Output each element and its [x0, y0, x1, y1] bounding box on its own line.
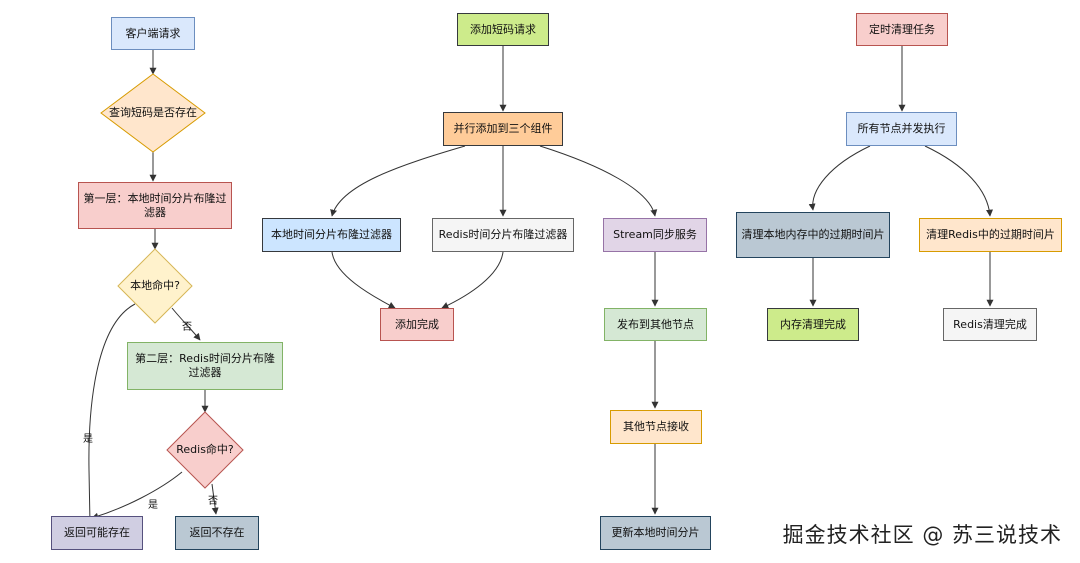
node-parallel-add: 并行添加到三个组件 — [443, 112, 563, 146]
node-clean-local: 清理本地内存中的过期时间片 — [736, 212, 890, 258]
node-stream-sync: Stream同步服务 — [603, 218, 707, 252]
node-publish: 发布到其他节点 — [604, 308, 707, 341]
edge-redishit-to-notexist — [211, 483, 219, 515]
node-local-hit-label: 本地命中? — [130, 279, 180, 292]
edge-redis-to-done — [441, 251, 504, 309]
edge-allnodes-to-cleanredis — [924, 145, 994, 217]
node-client-request: 客户端请求 — [111, 17, 195, 50]
node-local-bloom: 本地时间分片布隆过滤器 — [262, 218, 401, 252]
diamond-local-hit — [117, 248, 193, 324]
edge-label-no-2: 否 — [208, 496, 218, 507]
node-all-nodes: 所有节点并发执行 — [846, 112, 957, 146]
node-mem-done: 内存清理完成 — [767, 308, 859, 341]
edge-label-yes-1: 是 — [83, 434, 93, 445]
node-may-exist: 返回可能存在 — [51, 516, 143, 550]
edge-parallel-to-local — [330, 145, 466, 217]
node-cleanup-task: 定时清理任务 — [856, 13, 948, 46]
node-layer1: 第一层：本地时间分片布隆过滤器 — [78, 182, 232, 229]
node-check-exists-label: 查询短码是否存在 — [109, 106, 197, 119]
edge-parallel-to-stream — [539, 145, 658, 217]
node-redis-bloom: Redis时间分片布隆过滤器 — [432, 218, 574, 252]
edge-localhit-to-mayexist — [86, 303, 136, 525]
node-receive: 其他节点接收 — [610, 410, 702, 444]
node-update-local: 更新本地时间分片 — [600, 516, 711, 550]
edge-localhit-to-layer2 — [171, 307, 201, 341]
node-add-done: 添加完成 — [380, 308, 454, 341]
edge-label-yes-2: 是 — [148, 500, 158, 511]
edge-allnodes-to-cleanlocal — [808, 145, 871, 211]
edge-label-no-1: 否 — [182, 322, 192, 333]
diamond-check-exists — [100, 73, 206, 153]
node-layer2: 第二层：Redis时间分片布隆过滤器 — [127, 342, 283, 390]
watermark-text: 掘金技术社区 @ 苏三说技术 — [782, 523, 1062, 547]
node-add-request: 添加短码请求 — [457, 13, 549, 46]
edge-redishit-to-mayexist — [91, 471, 183, 520]
node-redis-done: Redis清理完成 — [943, 308, 1037, 341]
diamond-redis-hit — [166, 411, 244, 489]
node-clean-redis: 清理Redis中的过期时间片 — [919, 218, 1062, 252]
edge-local-to-done — [331, 251, 396, 309]
node-redis-hit-label: Redis命中? — [176, 443, 234, 456]
node-not-exist: 返回不存在 — [175, 516, 259, 550]
